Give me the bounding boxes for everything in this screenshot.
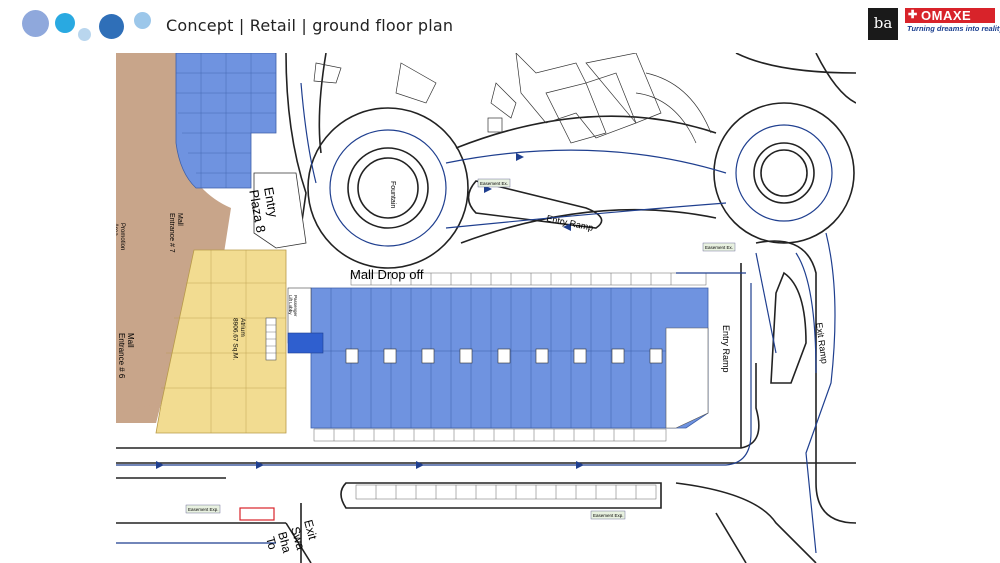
parking-row-island xyxy=(355,484,657,500)
decor-dot-4 xyxy=(99,14,124,39)
promotion-area-label-line: Area xyxy=(116,223,118,236)
developer-tagline: Turning dreams into reality xyxy=(907,24,1000,33)
floor-plan-drawing: Fountain EntryPlaza 8 Mall Drop off Entr… xyxy=(116,53,856,563)
decor-dot-2 xyxy=(55,13,75,33)
mall-drop-off-label: Mall Drop off xyxy=(350,267,424,282)
ground-floor-plan: Fountain EntryPlaza 8 Mall Drop off Entr… xyxy=(116,53,856,563)
easement-top-tag xyxy=(477,178,511,188)
easement-top-label: Easement Ex. xyxy=(480,181,508,186)
road-name-line-1: Swa xyxy=(288,525,308,551)
parking-row-north xyxy=(350,272,707,286)
architect-logo: ba xyxy=(868,8,898,40)
easement-right-label: Easement Ex. xyxy=(705,245,733,250)
easement-bottom-right-label: Easement Exp. xyxy=(593,513,624,518)
mall-entrance-6-label-line: Entrance # 6 xyxy=(117,333,126,379)
decor-dot-5 xyxy=(134,12,151,29)
header: Concept | Retail | ground floor plan ba … xyxy=(0,0,1000,50)
promotion-area-label-line: Promotion xyxy=(119,223,125,250)
easement-bottom-left-label: Easement Exp. xyxy=(188,507,219,512)
exit-road-label: Exit xyxy=(301,518,320,542)
developer-name: OMAXE xyxy=(921,8,972,23)
fountain-label: Fountain xyxy=(389,181,396,208)
mall-entrance-7-label-line: Entrance # 7 xyxy=(168,213,175,253)
atrium-area-label: Atrium8906.67 Sq.M. xyxy=(232,318,246,360)
decor-dot-1 xyxy=(22,10,49,37)
road-name-line-3: To xyxy=(263,535,280,551)
developer-logo-box: ✚ OMAXE xyxy=(905,8,995,23)
lift-lobby-label-line: Passenger xyxy=(293,295,298,317)
entry-plaza-label-line: Plaza 8 xyxy=(246,189,268,234)
promenade-area xyxy=(116,53,231,423)
mall-entrance-7-label-line: Mall xyxy=(176,213,183,226)
vehicle-route xyxy=(116,82,836,554)
escalator-steps xyxy=(266,324,276,354)
entry-plaza-label: EntryPlaza 8 xyxy=(246,186,283,234)
entry-plaza xyxy=(253,172,307,249)
atrium-area-label-line: 8906.67 Sq.M. xyxy=(232,318,239,360)
atrium-area-label-line: Atrium xyxy=(239,318,246,337)
road-network xyxy=(116,53,856,563)
easement-bottom-left-tag xyxy=(185,504,221,514)
retail-block-north-grid xyxy=(176,53,276,188)
lift-lobby-label: PassengerLift Lobby xyxy=(288,295,298,317)
lift-lobby-core xyxy=(287,332,324,354)
retail-block-main-grid xyxy=(311,288,666,428)
easement-bottom-right-tag xyxy=(590,510,626,520)
site-marker xyxy=(239,507,275,521)
adjacent-buildings xyxy=(313,53,712,144)
decor-dot-3 xyxy=(78,28,91,41)
mall-entrance-6-label: MallEntrance # 6 xyxy=(117,333,135,379)
developer-logo: ✚ OMAXE Turning dreams into reality xyxy=(905,8,1000,38)
mall-entrance-7-label: MallEntrance # 7 xyxy=(168,213,183,253)
service-core xyxy=(665,327,709,429)
promotion-area-label: PromotionArea xyxy=(116,223,125,250)
entry-plaza-label-line: Entry xyxy=(261,186,281,219)
mall-entrance-6-label-line: Mall xyxy=(126,333,135,348)
stair-cores xyxy=(345,348,663,364)
promenade-edge xyxy=(116,403,161,423)
road-name-line-2: Bha xyxy=(275,530,294,555)
plus-icon: ✚ xyxy=(908,9,918,21)
entry-ramp-right-label: Entry Ramp xyxy=(721,325,731,373)
food-court-area xyxy=(155,249,287,434)
lift-lobby-label-line: Lift Lobby xyxy=(288,295,293,315)
parking-row-south xyxy=(313,428,667,442)
easement-right-tag xyxy=(702,242,736,252)
page-title: Concept | Retail | ground floor plan xyxy=(166,16,454,35)
